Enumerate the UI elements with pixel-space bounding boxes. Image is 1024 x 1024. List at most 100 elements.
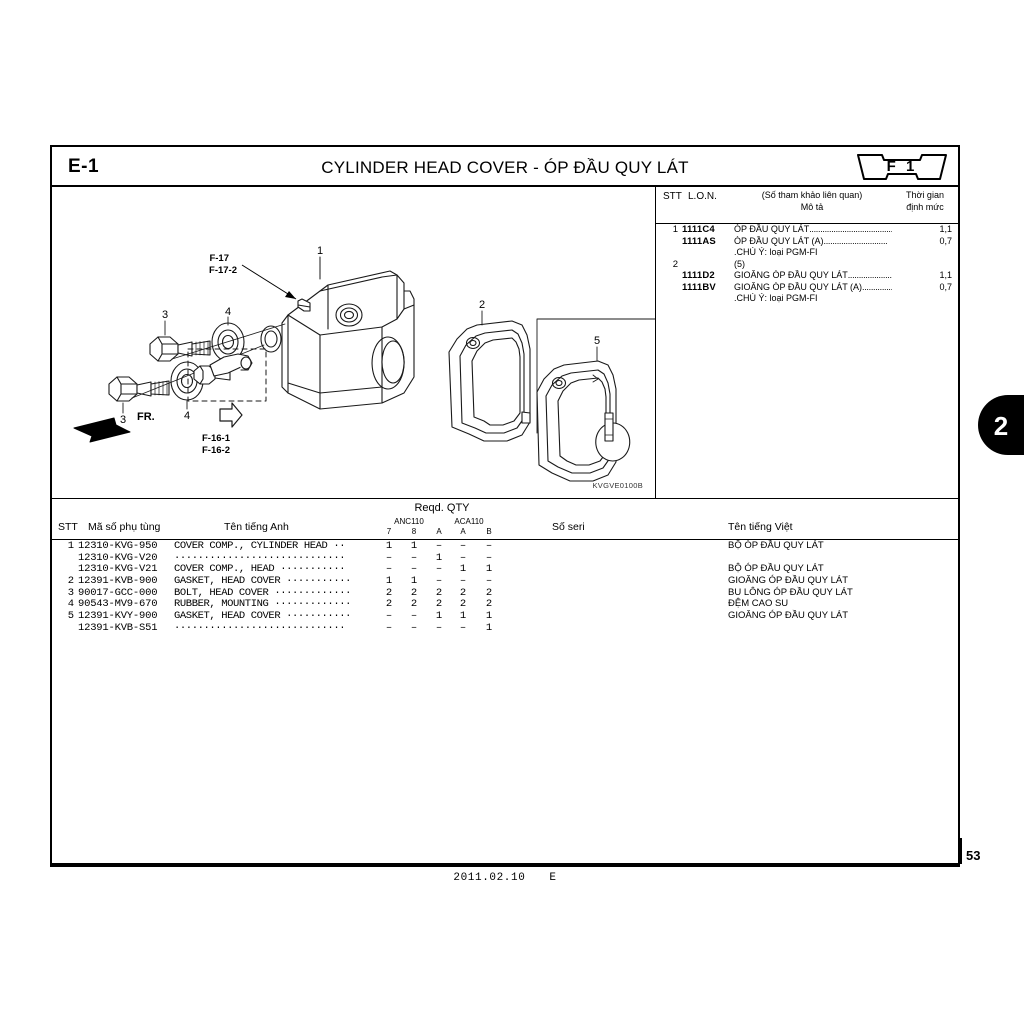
cell-part-number: 90543-MV9-670 [78,598,158,611]
lon-header-stt: STT [663,191,682,202]
cell-qty-5: – [485,540,493,552]
cell-qty-3: 2 [435,598,443,611]
cell-qty-3: 1 [435,551,443,564]
cell-english-name: COVER COMP., CYLINDER HEAD ·· [174,540,346,552]
leader-dots: ............................. [823,235,888,246]
lon-row-time: 1,1 [939,270,952,280]
callout-4b: 4 [184,410,190,422]
cell-qty-4: 2 [459,598,467,611]
cell-qty-1: 1 [385,575,393,588]
chapter-side-tab-label: 2 [993,411,1009,441]
cell-vietnamese-name: BỘ ÓP ĐẦU QUY LÁT [728,563,824,575]
cell-vietnamese-name: GIOĂNG ÓP ĐẦU QUY LÁT [728,610,849,622]
cell-qty-4: 2 [459,586,467,599]
diagram-drawing: 1 2 3 3 4 4 5 F-17 F-17-2 F-16-1 [73,245,655,482]
lon-row-time: 0,7 [939,281,952,292]
drawing-code: KVGVE0100B [592,481,643,490]
title-bar: E-1 CYLINDER HEAD COVER - ÓP ĐẦU QUY LÁT… [52,147,958,187]
lon-row-desc: GIOĂNG ÓP ĐẦU QUY LÁT (A)............... [734,282,892,292]
col-header-qty-3: A [436,527,442,536]
page-frame: E-1 CYLINDER HEAD COVER - ÓP ĐẦU QUY LÁT… [50,145,960,865]
cell-stt: 1 [67,540,74,552]
page-title: CYLINDER HEAD COVER - ÓP ĐẦU QUY LÁT [321,158,689,177]
cell-qty-1: – [385,621,393,634]
col-header-vietnamese-name: Tên tiếng Việt [728,521,793,533]
lon-header-lon: L.O.N. [688,191,717,202]
cell-english-name: ····························· [174,551,346,564]
front-direction-label: FR. [137,411,155,423]
cell-vietnamese-name: BU LÔNG ÓP ĐẦU QUY LÁT [728,586,853,598]
page-number-tick [960,838,962,864]
lon-row-desc: ÓP ĐẦU QUY LÁT (A)......................… [734,235,888,246]
cell-qty-3: 1 [435,610,443,623]
table-row[interactable]: 12310-KVG-V20···························… [52,552,958,564]
cell-qty-2: 1 [410,575,418,588]
callout-1: 1 [317,245,323,257]
table-row[interactable]: 1 12310-KVG-950 COVER COMP., CYLINDER HEAD… [52,540,958,552]
cell-qty-5: 2 [485,598,493,611]
cell-vietnamese-name: BỘ ÓP ĐẦU QUY LÁT [728,540,824,551]
callout-3b: 3 [120,414,126,426]
lon-row-time: 1,1 [939,224,952,234]
ref-f17-2: F-17-2 [209,265,237,276]
cell-stt: 3 [67,586,74,599]
lon-row: .CHÚ Ý: loại PGM-FI [656,247,958,259]
cell-qty-1: – [385,563,393,576]
cell-qty-4: 1 [459,610,467,623]
table-row[interactable]: 12391-KVB-S51···························… [52,622,958,634]
cell-qty-2: 2 [410,586,418,599]
figure-tag-shape [857,154,947,180]
section-code: E-1 [68,156,100,177]
ref-f16-1: F-16-1 [202,433,231,444]
footer-rule [50,865,960,867]
lon-row-desc: .CHÚ Ý: loại PGM-FI [734,293,818,303]
page-number: 53 [966,848,981,863]
cell-qty-1: 1 [385,540,393,552]
cell-english-name: ····························· [174,621,346,634]
cell-qty-3: – [435,621,443,634]
lon-row: 2(5) [656,259,958,271]
ref-f16-2: F-16-2 [202,445,230,456]
ref-f17: F-17 [209,253,229,264]
leader-dots: ............... [862,281,892,292]
lon-row-desc: .CHÚ Ý: loại PGM-FI [734,247,818,257]
diagram-and-lon-row: 1 2 3 3 4 4 5 F-17 F-17-2 F-16-1 [52,187,958,498]
lon-header-time-line1: Thời gian [906,190,944,200]
col-header-english-name: Tên tiếng Anh [224,521,289,533]
cell-part-number: 12310-KVG-V21 [78,563,158,576]
cell-qty-4: – [459,621,467,634]
lon-row-desc: GIOĂNG ÓP ĐẦU QUY LÁT...................… [734,270,892,280]
parts-table-body: 1 12310-KVG-950 COVER COMP., CYLINDER HEAD… [52,540,958,863]
figure-tag: F 1 [856,153,948,181]
cell-part-number: 12310-KVG-950 [78,540,158,552]
lon-row: .CHÚ Ý: loại PGM-FI [656,293,958,305]
footer-edition: E [549,872,557,884]
cell-qty-2: – [410,563,418,576]
cell-qty-5: 1 [485,563,493,576]
col-header-qty-5: B [486,527,492,536]
cell-qty-5: 2 [485,586,493,599]
cell-qty-2: – [410,610,418,623]
callout-2: 2 [479,299,485,311]
cell-qty-4: – [459,551,467,564]
callout-4a: 4 [225,306,231,318]
lon-row-code: 1111D2 [682,270,715,281]
cell-qty-5: 1 [485,621,493,634]
cell-part-number: 12391-KVY-900 [78,610,158,623]
cell-qty-1: – [385,610,393,623]
lon-row: 1111D2 GIOĂNG ÓP ĐẦU QUY LÁT.............… [656,270,958,282]
cell-qty-3: 2 [435,586,443,599]
parts-table-header: STT Mã số phụ tùng Tên tiếng Anh Reqd. Q… [52,498,958,540]
lon-header-description: (Số tham khảo liên quan) Mô tả [732,190,892,213]
chapter-side-tab[interactable]: 2 [978,395,1024,455]
cell-stt: 2 [67,575,74,588]
cell-qty-1: 2 [385,598,393,611]
